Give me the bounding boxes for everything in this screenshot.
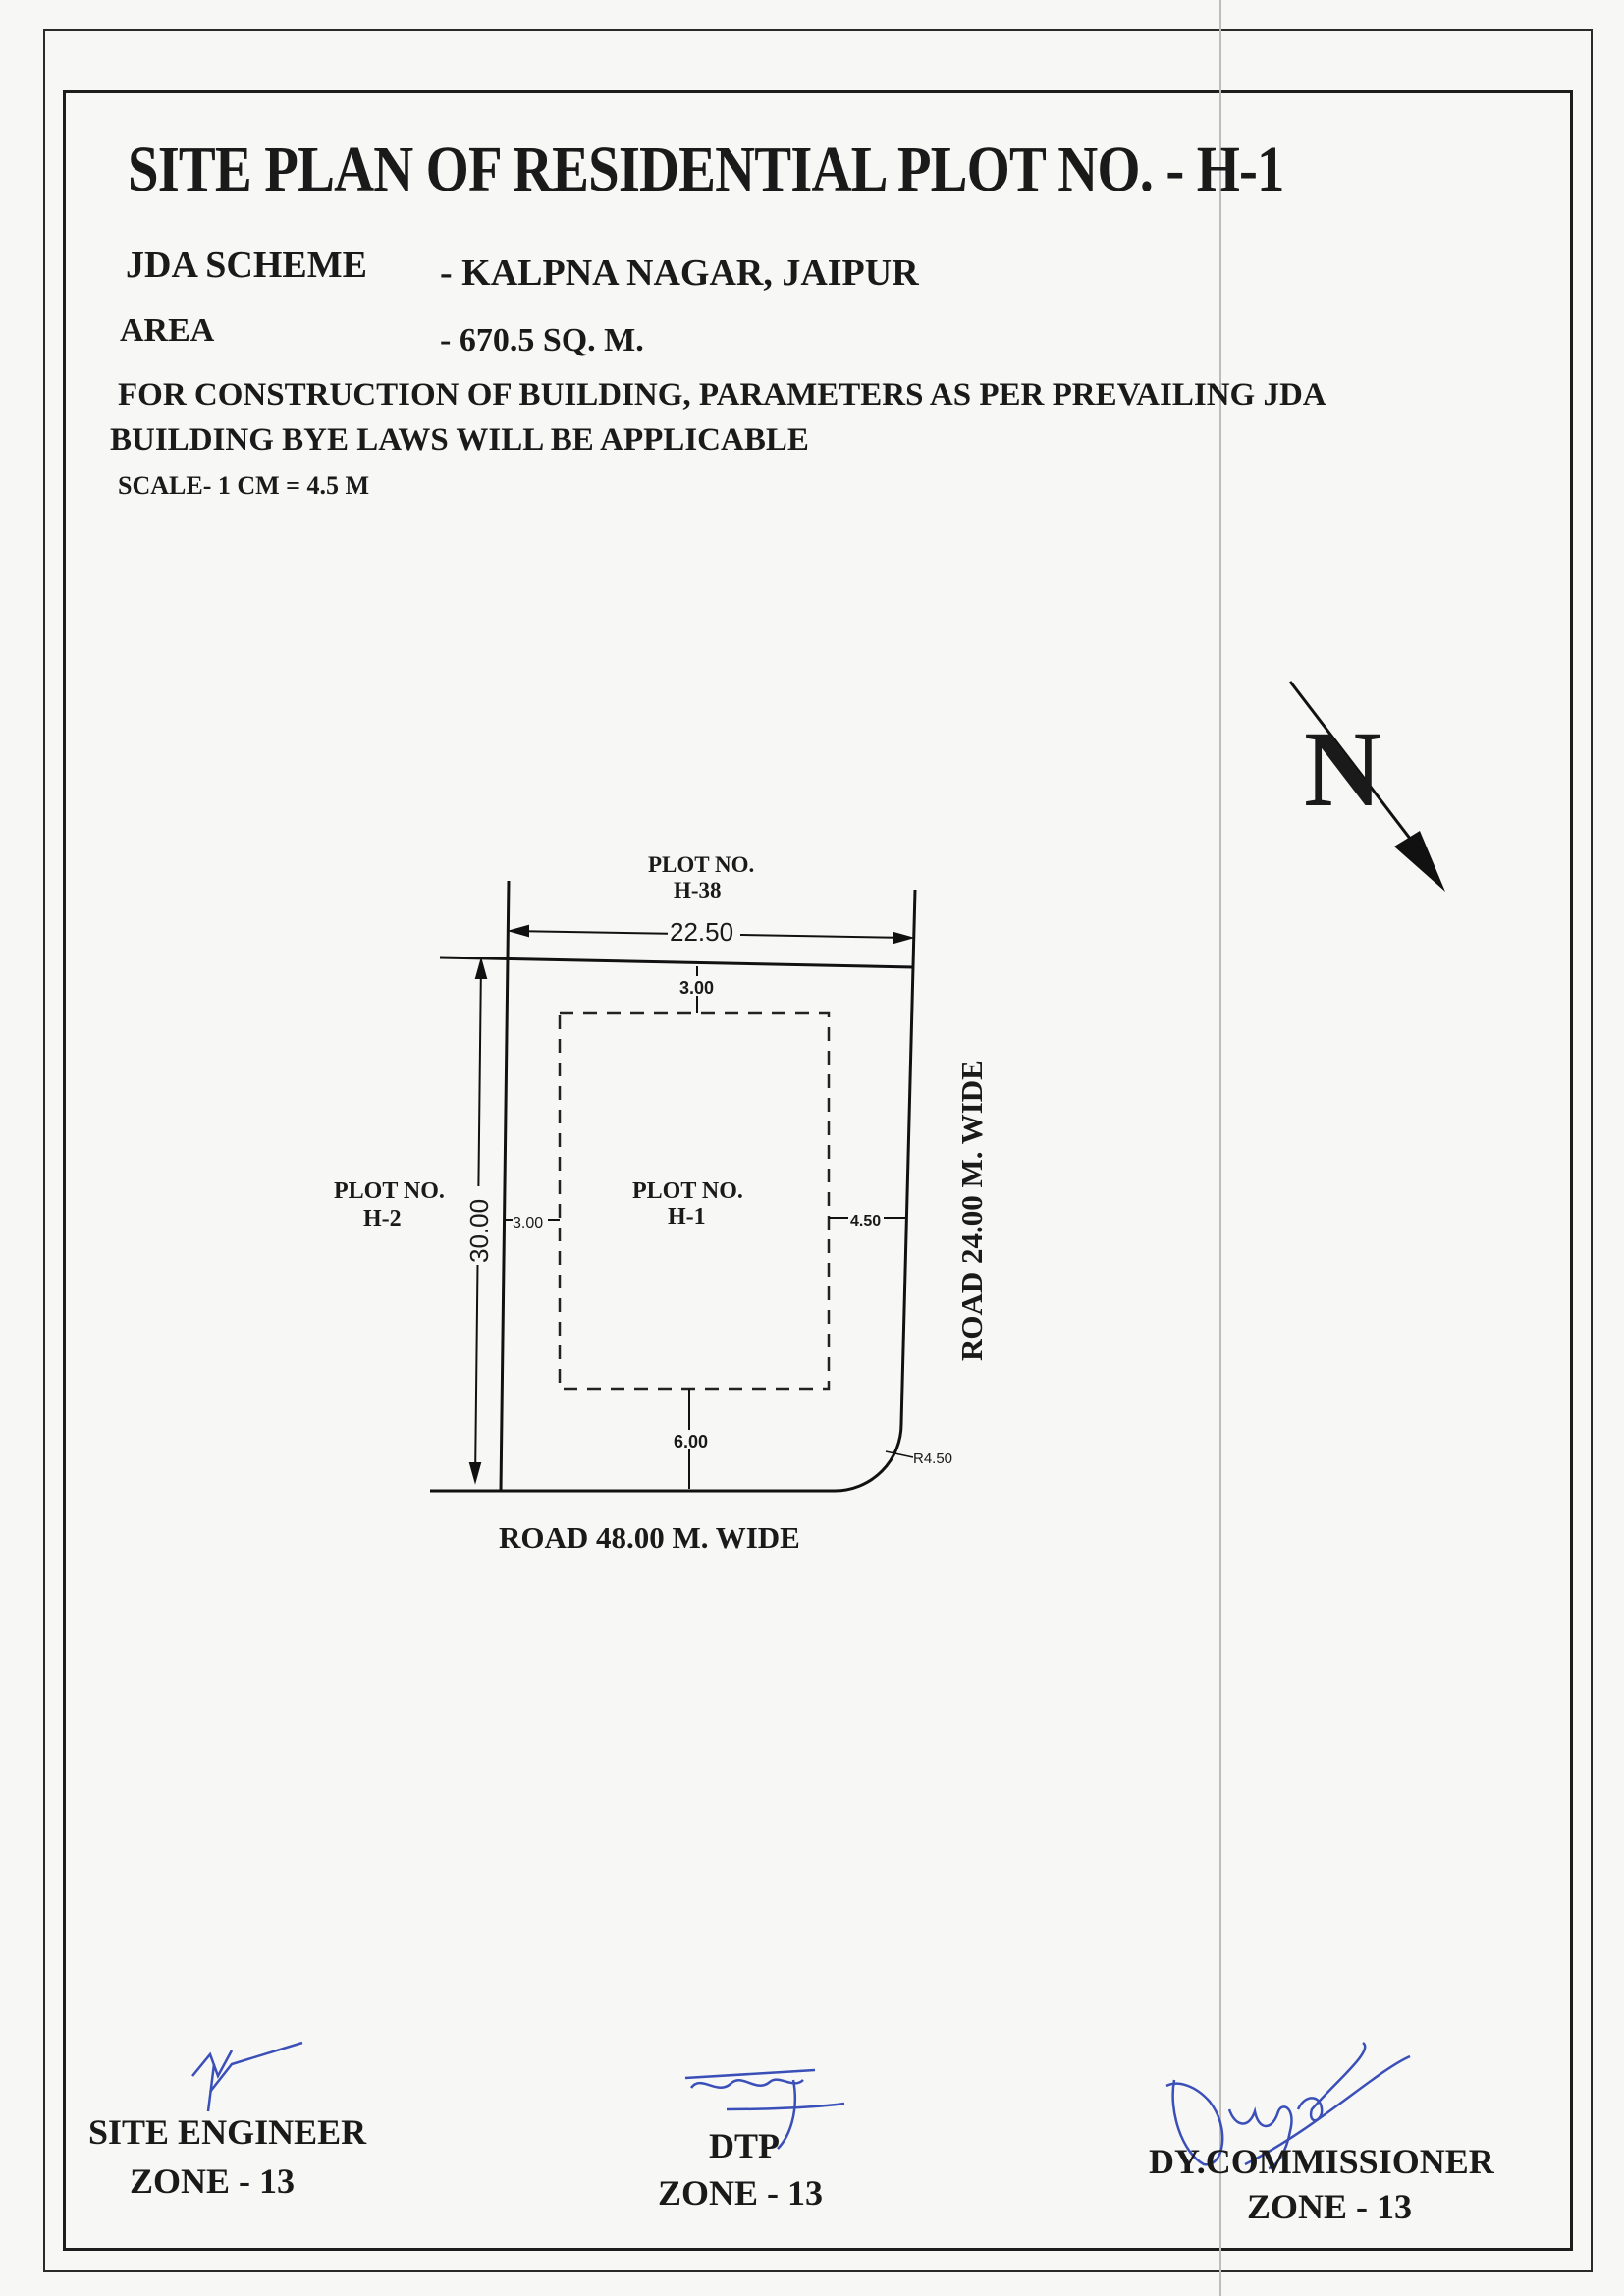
- plot-label-line-2: H-1: [668, 1204, 706, 1230]
- page-title: SITE PLAN OF RESIDENTIAL PLOT NO. - H-1: [128, 134, 1284, 205]
- note-line-1: FOR CONSTRUCTION OF BUILDING, PARAMETERS…: [118, 377, 1326, 412]
- area-value: - 670.5 SQ. M.: [440, 322, 644, 358]
- site-engineer-title: SITE ENGINEER: [88, 2112, 367, 2152]
- dy-commissioner-title: DY.COMMISSIONER: [1149, 2142, 1494, 2181]
- dy-commissioner-signature: [1165, 2041, 1411, 2170]
- left-neighbor-line-1: PLOT NO.: [334, 1178, 445, 1204]
- dtp-title: DTP: [709, 2126, 780, 2165]
- scale-note: SCALE- 1 CM = 4.5 M: [118, 471, 370, 500]
- left-neighbor-line-2: H-2: [363, 1206, 402, 1231]
- site-engineer-signature: [191, 2041, 303, 2112]
- rear-setback-label: 6.00: [674, 1432, 708, 1451]
- north-arrow-icon: N: [1288, 681, 1445, 892]
- width-dimension-label: 22.50: [670, 917, 733, 947]
- scheme-value: - KALPNA NAGAR, JAIPUR: [440, 252, 919, 294]
- note-line-2: BUILDING BYE LAWS WILL BE APPLICABLE: [110, 422, 809, 458]
- dtp-signature: [684, 2068, 845, 2150]
- inner-border: [63, 90, 1573, 2251]
- scheme-label: JDA SCHEME: [126, 245, 367, 286]
- front-setback-label: 3.00: [679, 978, 714, 998]
- plot-label-line-1: PLOT NO.: [632, 1178, 743, 1204]
- road-bottom-label: ROAD 48.00 M. WIDE: [499, 1520, 800, 1555]
- dtp-zone: ZONE - 13: [658, 2173, 824, 2213]
- depth-dimension-label: 30.00: [464, 1199, 494, 1263]
- building-envelope: [558, 1011, 831, 1391]
- top-neighbor-line-2: H-38: [674, 878, 722, 902]
- north-label: N: [1304, 709, 1381, 829]
- outer-border: [43, 29, 1593, 2272]
- road-right-label: ROAD 24.00 M. WIDE: [954, 1060, 989, 1361]
- site-engineer-zone: ZONE - 13: [130, 2161, 296, 2201]
- plot-boundary: [430, 880, 917, 1493]
- left-setback-label: 3.00: [513, 1215, 543, 1231]
- right-setback-label: 4.50: [850, 1213, 881, 1230]
- corner-radius-label: R4.50: [913, 1450, 952, 1467]
- dy-commissioner-zone: ZONE - 13: [1247, 2187, 1413, 2226]
- area-label: AREA: [120, 312, 215, 349]
- top-neighbor-line-1: PLOT NO.: [648, 852, 754, 877]
- fold-line: [1219, 0, 1221, 2296]
